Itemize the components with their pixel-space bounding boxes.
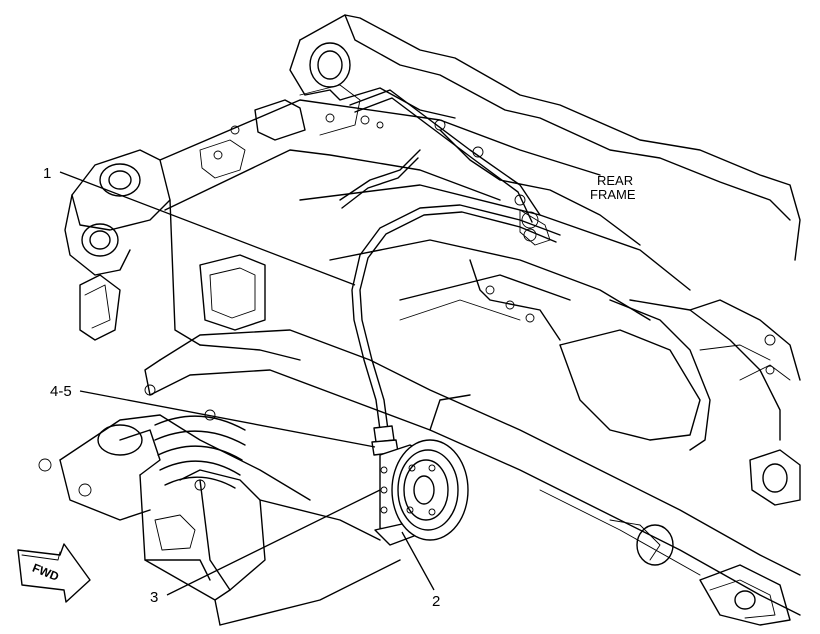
leader-item-4-5: [79, 390, 376, 448]
leader-item-2: [401, 531, 435, 591]
rear-frame-label-line2: FRAME: [590, 187, 636, 202]
hydraulic-lines: [339, 89, 641, 246]
callout-item-3: 3: [150, 589, 158, 606]
sensor-assembly: [351, 204, 561, 546]
leader-item-3: [166, 489, 381, 596]
fwd-arrow-icon: FWD: [17, 543, 91, 603]
leader-item-1: [59, 171, 356, 286]
callout-item-1: 1: [43, 165, 51, 182]
central-housing: [299, 184, 801, 506]
leader-lines: [59, 171, 435, 596]
rear-frame-label-line1: REAR: [597, 173, 633, 188]
callout-item-4-5: 4-5: [50, 383, 72, 400]
lower-frame: [38, 329, 801, 626]
callout-item-2: 2: [432, 593, 440, 610]
